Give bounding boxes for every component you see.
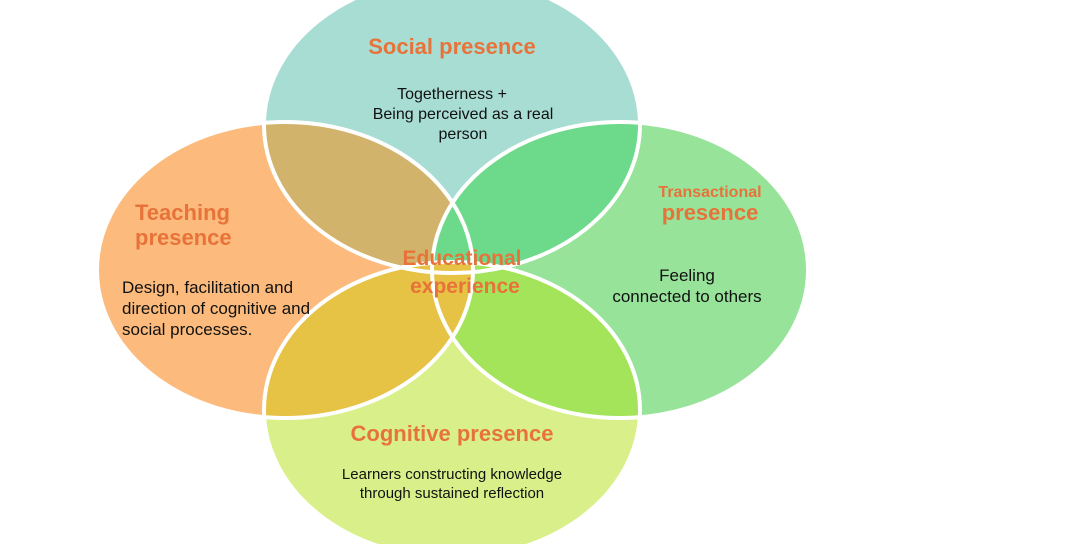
social-presence-text-3: person bbox=[439, 126, 488, 143]
educational-experience-label-2: experience bbox=[410, 275, 520, 298]
teaching-presence-title-2: presence bbox=[135, 225, 232, 250]
social-presence-text-2: Being perceived as a real bbox=[373, 106, 554, 123]
transactional-presence-title: presence bbox=[662, 200, 759, 225]
transactional-presence-title-small: Transactional bbox=[658, 184, 761, 201]
social-presence-text-1: Togetherness + bbox=[397, 86, 507, 103]
cognitive-presence-title: Cognitive presence bbox=[351, 421, 554, 446]
teaching-presence-text-1: Design, facilitation and bbox=[122, 278, 293, 297]
social-presence-title: Social presence bbox=[368, 34, 536, 59]
transactional-presence-text-2: connected to others bbox=[612, 287, 761, 306]
cognitive-presence-text-2: through sustained reflection bbox=[360, 485, 544, 502]
teaching-presence-text-2: direction of cognitive and bbox=[122, 299, 310, 318]
educational-experience-label-1: Educational bbox=[402, 247, 521, 270]
cognitive-presence-text-1: Learners constructing knowledge bbox=[342, 466, 562, 483]
teaching-presence-text-3: social processes. bbox=[122, 320, 252, 339]
circle-outlines bbox=[95, 0, 810, 544]
teaching-presence-title-1: Teaching bbox=[135, 200, 230, 225]
transactional-presence-text-1: Feeling bbox=[659, 266, 715, 285]
